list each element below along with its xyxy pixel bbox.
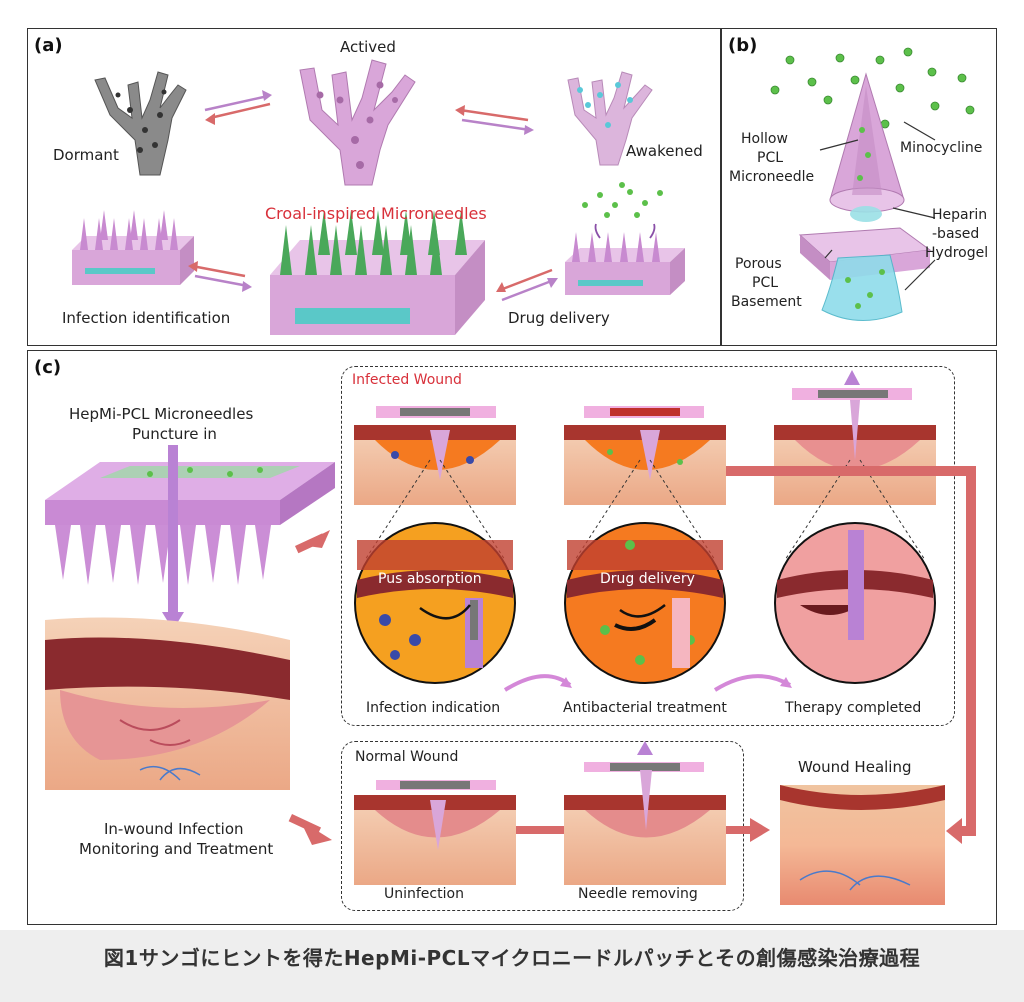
croal-title: Croal-inspired Microneedles (265, 204, 487, 223)
puncture-label-2: Puncture in (132, 425, 217, 443)
minocycline-label: Minocycline (900, 140, 983, 156)
panel-b-label: (b) (728, 35, 758, 56)
puncture-label-1: HepMi-PCL Microneedles (69, 405, 254, 423)
microneedle-patch-small-left-icon (72, 210, 194, 285)
normal-wound-scene-1 (354, 780, 516, 885)
microneedle-patch-small-right-icon (565, 232, 685, 295)
infected-wound-scene-2 (564, 406, 726, 505)
monitor-label-1: In-wound Infection (104, 820, 244, 838)
actived-coral-icon (299, 59, 416, 186)
pus-absorption-label: Pus absorption (378, 571, 482, 587)
zoom-circle-drug (564, 522, 726, 684)
dormant-label: Dormant (53, 146, 119, 164)
needle-removing-label: Needle removing (578, 886, 698, 902)
pcl2-label: PCL (752, 275, 779, 291)
hollow-microneedle-diagram (770, 47, 975, 321)
monitor-label-2: Monitoring and Treatment (79, 840, 274, 858)
heparin-label: Heparin (932, 207, 988, 223)
hollow-label: Hollow (741, 131, 788, 147)
figure-caption: 図1サンゴにヒントを得たHepMi-PCLマイクロニードルパッチとその創傷感染治… (103, 946, 921, 970)
big-wound-icon (45, 617, 290, 790)
drug-delivery-label-c: Drug delivery (600, 571, 695, 587)
porous-label: Porous (735, 256, 782, 272)
minocycline-drops-icon (582, 182, 663, 218)
microneedle-label: Microneedle (729, 169, 815, 185)
infected-wound-scene-1 (354, 406, 516, 505)
hepmi-patch-icon (45, 462, 335, 585)
panel-a-label: (a) (34, 35, 63, 56)
pcl-label: PCL (757, 150, 784, 166)
drug-delivery-label-a: Drug delivery (508, 309, 610, 327)
antibacterial-treatment-label: Antibacterial treatment (563, 700, 727, 716)
wound-illustrations (45, 370, 976, 905)
zoom-circle-pus (354, 522, 516, 684)
hydrogel-icon (821, 254, 903, 321)
minocycline-particles-icon (770, 47, 975, 129)
caption-bar (0, 930, 1024, 1002)
based-label: -based (932, 226, 980, 242)
hollow-cone-icon (829, 72, 905, 213)
basement-label: Basement (731, 294, 802, 310)
normal-wound-label: Normal Wound (355, 749, 459, 765)
coral-illustrations (72, 59, 685, 335)
wound-healing-label: Wound Healing (798, 758, 912, 776)
double-arrow-icon (204, 90, 534, 135)
normal-wound-scene-2 (564, 762, 726, 885)
hydrogel-label: Hydrogel (925, 245, 989, 261)
actived-label: Actived (340, 38, 396, 56)
infection-identification-label: Infection identification (62, 309, 231, 327)
wound-healing-icon (780, 785, 945, 905)
flow-arrows (288, 466, 976, 845)
zoom-circle-therapy (774, 522, 936, 684)
microneedle-patch-large-icon (270, 210, 485, 335)
therapy-completed-label: Therapy completed (785, 700, 922, 716)
awakened-coral-icon (567, 71, 653, 166)
removal-arrow-icon (844, 370, 860, 385)
awakened-label: Awakened (626, 142, 703, 160)
dormant-coral-icon (94, 71, 187, 176)
infected-wound-label: Infected Wound (352, 372, 462, 388)
panel-c-label: (c) (34, 357, 62, 378)
infected-wound-scene-3 (774, 388, 936, 505)
puncture-arrow-icon (168, 445, 178, 615)
infection-indication-label: Infection indication (366, 700, 501, 716)
uninfection-label: Uninfection (384, 886, 464, 902)
infected-wound-frame (341, 366, 955, 726)
